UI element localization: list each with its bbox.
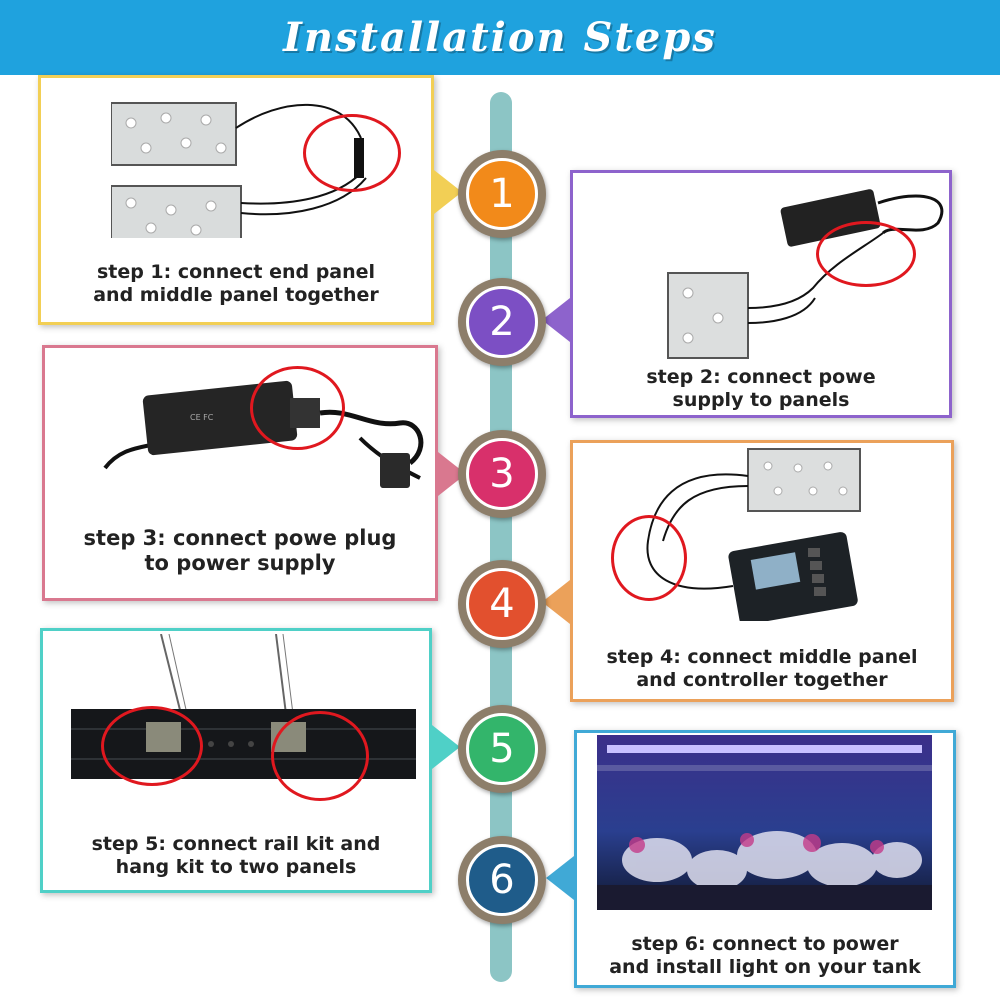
step-6-card: step 6: connect to power and install lig… <box>574 730 956 988</box>
step-3-number: 3 <box>466 438 538 510</box>
step-3-card: CE FC step 3: connect powe plug to power… <box>42 345 438 601</box>
step-5-caption: step 5: connect rail kit and hang kit to… <box>91 833 381 878</box>
step-1-caption: step 1: connect end panel and middle pan… <box>93 261 379 306</box>
step-4-illustration <box>646 448 861 621</box>
step-2-badge: 2 <box>458 278 546 366</box>
step-4-caption: step 4: connect middle panel and control… <box>606 646 918 691</box>
step-4-highlight-ring <box>611 515 687 601</box>
step-2-number: 2 <box>466 286 538 358</box>
step-1-number: 1 <box>466 158 538 230</box>
step-2-highlight-ring <box>816 221 916 287</box>
step-5-pointer <box>432 725 460 769</box>
step-5-card: step 5: connect rail kit and hang kit to… <box>40 628 432 893</box>
step-5-number: 5 <box>466 713 538 785</box>
step-3-badge: 3 <box>458 430 546 518</box>
step-1-badge: 1 <box>458 150 546 238</box>
step-5-highlight-ring-left <box>101 706 203 786</box>
step-4-number: 4 <box>466 568 538 640</box>
step-5-badge: 5 <box>458 705 546 793</box>
step-1-illustration <box>111 102 367 238</box>
header-banner: Installation Steps <box>0 0 1000 75</box>
step-6-number: 6 <box>466 844 538 916</box>
step-5-highlight-ring-right <box>271 711 369 801</box>
step-2-caption: step 2: connect powe supply to panels <box>646 366 876 411</box>
step-3-caption: step 3: connect powe plug to power suppl… <box>83 526 397 576</box>
step-1-pointer <box>434 170 462 214</box>
step-2-pointer <box>542 298 570 342</box>
svg-text:CE FC: CE FC <box>190 413 214 422</box>
page-title: Installation Steps <box>283 14 717 61</box>
step-6-illustration <box>597 735 932 910</box>
step-6-pointer <box>546 856 574 900</box>
step-1-card: step 1: connect end panel and middle pan… <box>38 75 434 325</box>
step-3-highlight-ring <box>250 366 345 450</box>
step-4-pointer <box>542 580 570 624</box>
step-4-badge: 4 <box>458 560 546 648</box>
step-2-illustration <box>667 189 944 359</box>
step-4-card: step 4: connect middle panel and control… <box>570 440 954 702</box>
step-6-caption: step 6: connect to power and install lig… <box>609 933 921 978</box>
step-2-card: step 2: connect powe supply to panels <box>570 170 952 418</box>
step-6-badge: 6 <box>458 836 546 924</box>
step-1-highlight-ring <box>303 114 401 192</box>
